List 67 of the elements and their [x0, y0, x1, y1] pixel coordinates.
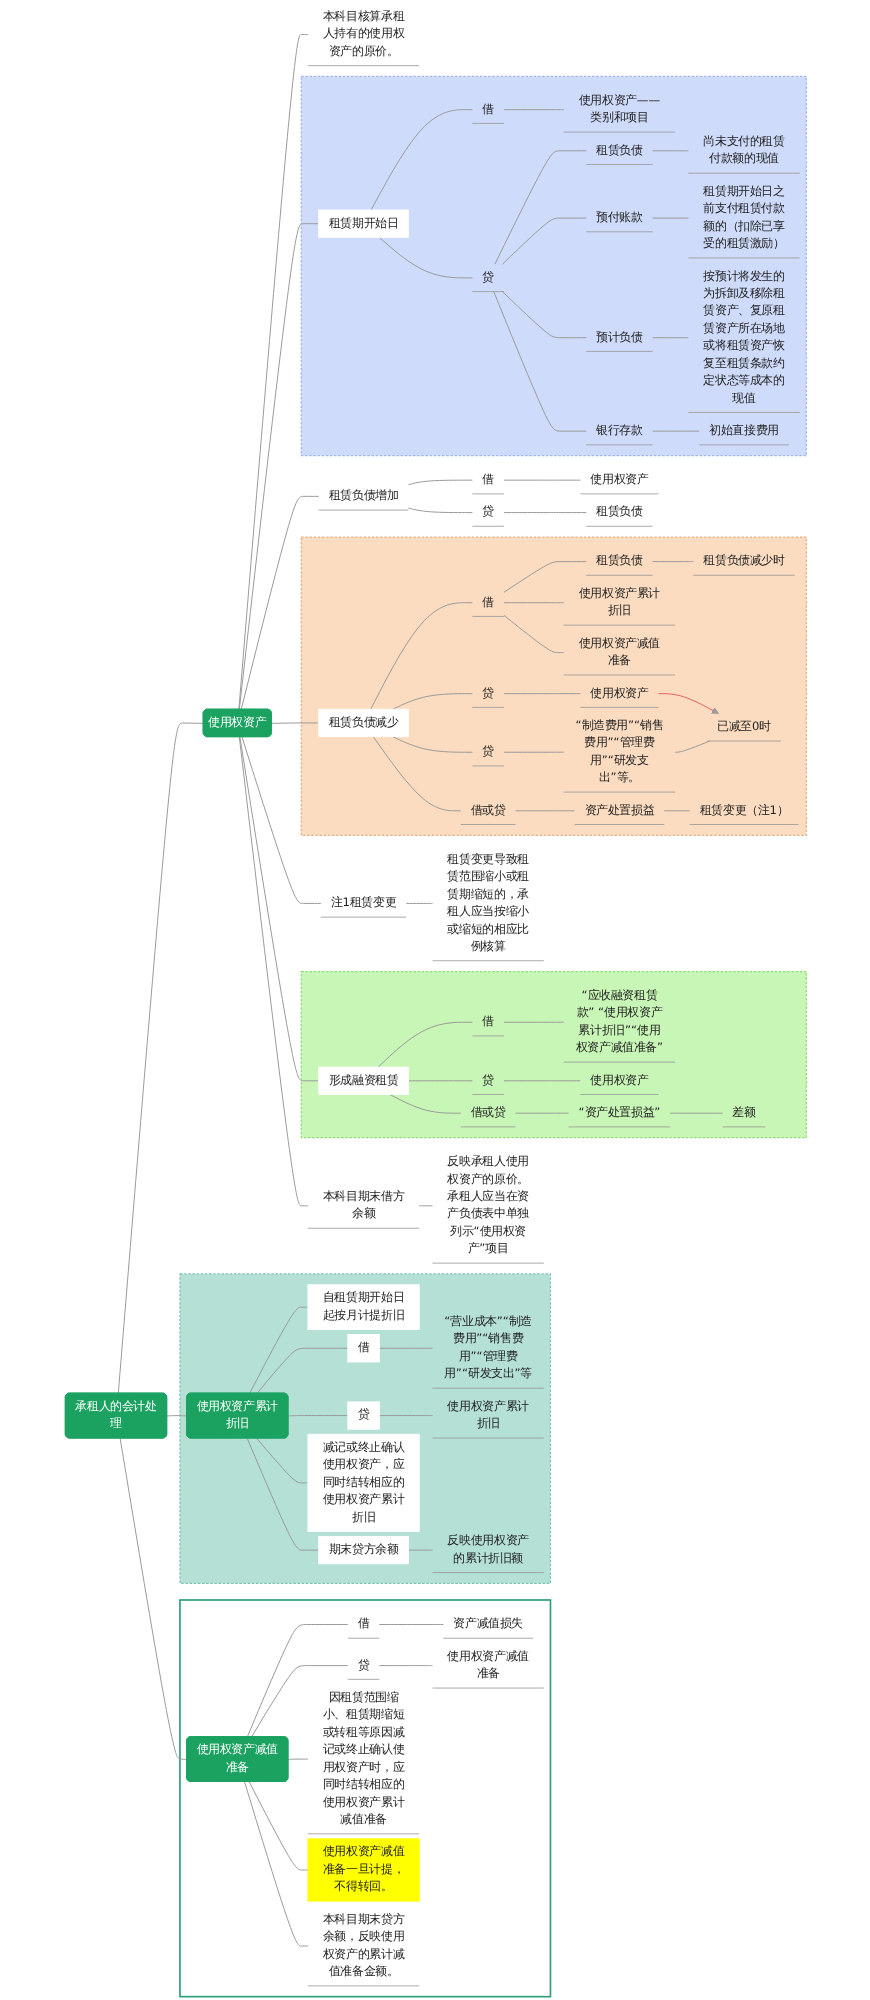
connector: [514, 1112, 569, 1114]
connector: [239, 495, 319, 711]
connector: [502, 1080, 581, 1082]
connector: [247, 1781, 308, 1871]
connector: [502, 614, 564, 654]
connector: [238, 736, 319, 1082]
cluster: [178, 1273, 551, 1584]
connector: [404, 902, 433, 904]
connector: [240, 736, 321, 904]
connector: [651, 337, 689, 339]
connector: [388, 1094, 461, 1114]
connector: [501, 217, 586, 265]
connector: [673, 740, 710, 753]
connector: [165, 1415, 187, 1417]
connector: [407, 1549, 433, 1551]
connector: [369, 109, 473, 211]
connector: [245, 1624, 348, 1738]
connector: [651, 430, 699, 432]
cluster: [299, 75, 807, 457]
connector: [391, 736, 473, 753]
connector: [255, 1437, 308, 1484]
connector: [255, 1347, 348, 1395]
connector: [514, 810, 575, 812]
connector: [492, 291, 586, 432]
connector: [245, 1437, 319, 1551]
connector: [417, 1205, 433, 1207]
connector: [287, 1415, 348, 1417]
connector: [502, 693, 581, 695]
connector: [407, 507, 473, 514]
connector: [407, 1080, 473, 1082]
connector: [116, 722, 204, 1395]
connector: [378, 1415, 433, 1417]
connector: [391, 693, 473, 710]
connector: [502, 561, 586, 593]
connector: [502, 602, 564, 604]
connector: [651, 561, 693, 563]
connector: [238, 736, 308, 1207]
connector: [248, 1306, 308, 1395]
connector: [493, 150, 586, 265]
cluster: [178, 1599, 551, 1998]
connector: [118, 1437, 187, 1760]
connector: [651, 217, 689, 219]
connector: [250, 1665, 348, 1738]
cluster: [299, 536, 807, 836]
connector: [651, 150, 689, 152]
connector: [237, 34, 308, 711]
connector: [502, 1021, 564, 1023]
connector: [502, 751, 564, 753]
connector: [502, 479, 581, 481]
connector: [378, 1347, 433, 1349]
connector: [243, 1781, 308, 1947]
connector: [502, 109, 564, 111]
connector: [378, 1665, 433, 1667]
connector: [502, 512, 586, 514]
connector: [501, 291, 586, 339]
connector: [270, 722, 319, 724]
connector: [377, 236, 473, 279]
connector: [287, 1758, 308, 1760]
connector: [237, 223, 319, 711]
connector: [407, 479, 473, 486]
cluster: [299, 970, 807, 1139]
connector: [369, 602, 473, 710]
connector: [378, 1624, 443, 1625]
connector: [371, 736, 461, 812]
connector: [668, 1112, 723, 1114]
connector: [376, 1021, 473, 1068]
connector: [662, 810, 690, 812]
